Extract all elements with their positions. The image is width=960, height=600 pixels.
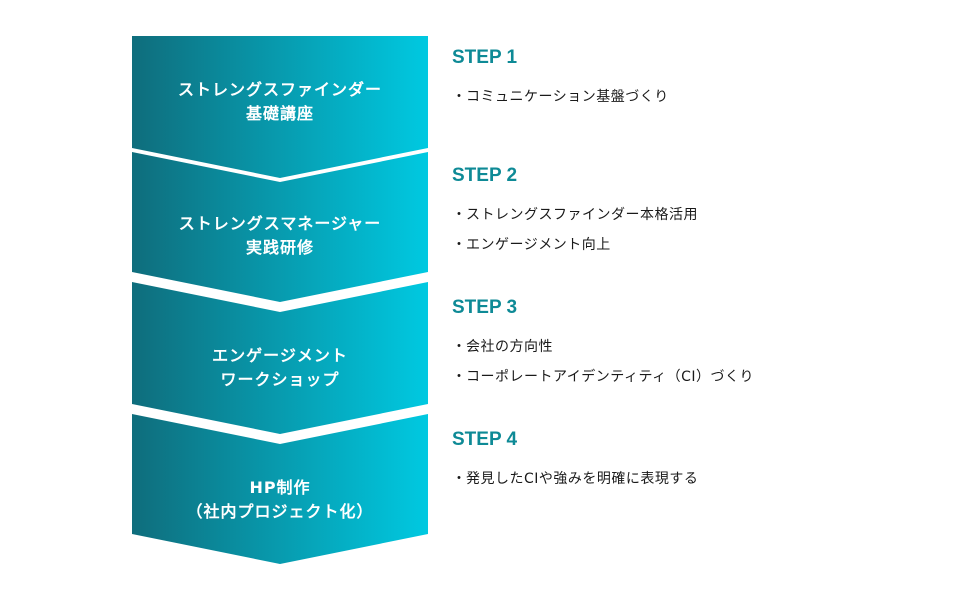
step-1-item-1-text: コミュニケーション基盤づくり (466, 89, 669, 105)
step-block-2: STEP 2 ・ストレングスファインダー本格活用 ・エンゲージメント向上 (452, 164, 932, 260)
bullet: ・ (452, 89, 467, 105)
bullet: ・ (452, 237, 467, 253)
chevron-step-3 (132, 282, 428, 434)
step-2-item-2: ・エンゲージメント向上 (452, 230, 932, 260)
step-2-item-2-text: エンゲージメント向上 (466, 237, 611, 253)
step-3-item-1: ・会社の方向性 (452, 332, 932, 362)
chevron-step-4 (132, 414, 428, 564)
step-title-2: STEP 2 (452, 165, 518, 186)
step-2-item-1: ・ストレングスファインダー本格活用 (452, 200, 932, 230)
step-title-3: STEP 3 (452, 297, 518, 318)
step-3-item-1-text: 会社の方向性 (466, 339, 553, 355)
step-1-item-1: ・コミュニケーション基盤づくり (452, 82, 932, 112)
chevron-label-4-line2: （社内プロジェクト化） (186, 502, 374, 521)
chevron-step-1 (132, 36, 428, 178)
chevron-label-1-line1: ストレングスファインダー (177, 80, 382, 99)
chevron-label-3-line2: ワークショップ (220, 370, 340, 389)
bullet: ・ (452, 471, 467, 487)
bullet: ・ (452, 207, 467, 223)
step-4-item-1: ・発見したCIや強みを明確に表現する (452, 464, 932, 494)
chevron-label-3-line1: エンゲージメント (212, 346, 348, 365)
chevron-label-1-line2: 基礎講座 (245, 104, 314, 123)
step-block-4: STEP 4 ・発見したCIや強みを明確に表現する (452, 428, 932, 494)
chevron-label-3: エンゲージメント ワークショップ (132, 344, 428, 392)
bullet: ・ (452, 369, 467, 385)
chevron-label-4: HP制作 （社内プロジェクト化） (132, 476, 428, 524)
chevron-step-2 (132, 152, 428, 302)
step-3-item-2: ・コーポレートアイデンティティ（CI）づくり (452, 362, 932, 392)
step-3-item-2-text: コーポレートアイデンティティ（CI）づくり (466, 369, 755, 385)
step-title-1: STEP 1 (452, 47, 518, 68)
chevron-label-2-line2: 実践研修 (245, 238, 314, 257)
chevron-label-2-line1: ストレングスマネージャー (178, 214, 382, 233)
chevron-label-1: ストレングスファインダー 基礎講座 (132, 78, 428, 126)
chevron-label-4-line1: HP制作 (249, 478, 311, 497)
step-4-item-1-text: 発見したCIや強みを明確に表現する (466, 471, 699, 487)
chevron-label-2: ストレングスマネージャー 実践研修 (132, 212, 428, 260)
step-title-4: STEP 4 (452, 429, 518, 450)
step-block-3: STEP 3 ・会社の方向性 ・コーポレートアイデンティティ（CI）づくり (452, 296, 932, 392)
step-2-item-1-text: ストレングスファインダー本格活用 (466, 207, 698, 223)
step-block-1: STEP 1 ・コミュニケーション基盤づくり (452, 46, 932, 112)
bullet: ・ (452, 339, 467, 355)
